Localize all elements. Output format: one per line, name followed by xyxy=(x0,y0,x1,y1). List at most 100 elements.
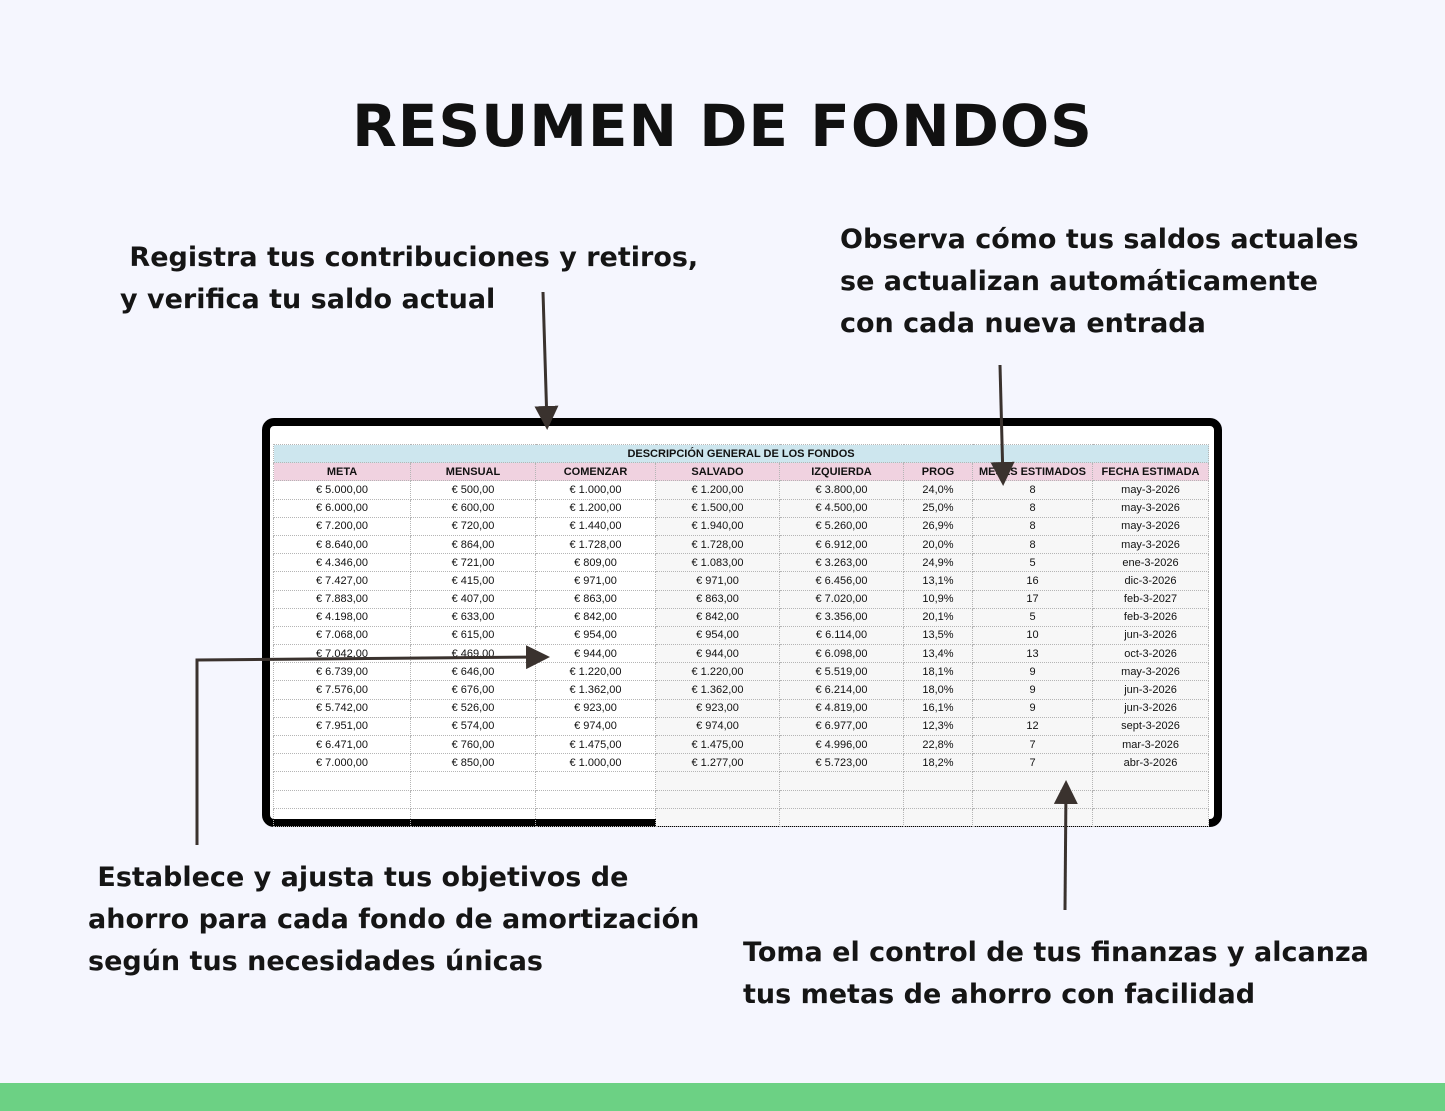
table-cell[interactable] xyxy=(779,807,904,827)
table-cell[interactable]: may-3-2026 xyxy=(1091,480,1210,500)
table-cell[interactable]: € 3.263,00 xyxy=(779,553,904,573)
note-balances: Observa cómo tus saldos actuales se actu… xyxy=(840,224,1359,339)
table-cell[interactable]: dic-3-2026 xyxy=(1091,571,1210,591)
table-cell[interactable]: 12,3% xyxy=(903,716,973,737)
table-cell[interactable]: 24,9% xyxy=(903,553,973,573)
table-cell[interactable]: € 1.083,00 xyxy=(655,553,780,573)
table-cell[interactable]: € 5.723,00 xyxy=(779,753,904,773)
table-cell[interactable]: € 600,00 xyxy=(410,498,536,518)
table-cell[interactable]: abr-3-2026 xyxy=(1091,753,1210,773)
table-cell[interactable]: € 1.940,00 xyxy=(655,516,780,536)
table-cell[interactable]: 8 xyxy=(972,498,1093,518)
table-cell[interactable] xyxy=(779,771,904,791)
table-cell[interactable] xyxy=(903,789,973,809)
column-header: META xyxy=(273,462,411,482)
table-cell[interactable] xyxy=(1091,807,1210,827)
table-cell[interactable]: € 6.098,00 xyxy=(779,644,904,664)
table-cell[interactable]: € 760,00 xyxy=(410,734,536,755)
table-cell[interactable]: 13,4% xyxy=(903,644,973,664)
table-cell[interactable]: may-3-2026 xyxy=(1091,534,1210,555)
table-cell[interactable]: € 1.728,00 xyxy=(535,534,656,555)
table-row: € 6.000,00€ 600,00€ 1.200,00€ 1.500,00€ … xyxy=(273,498,1210,518)
table-cell[interactable] xyxy=(655,807,780,827)
table-cell[interactable]: 7 xyxy=(972,734,1093,755)
table-row: € 7.042,00€ 469,00€ 944,00€ 944,00€ 6.09… xyxy=(273,644,1210,664)
table-cell[interactable]: sept-3-2026 xyxy=(1091,716,1210,737)
table-cell[interactable]: 25,0% xyxy=(903,498,973,518)
table-cell[interactable] xyxy=(972,807,1093,827)
note-goals: Establece y ajusta tus objetivos de ahor… xyxy=(88,862,700,977)
table-cell[interactable]: € 500,00 xyxy=(410,480,536,500)
table-cell[interactable]: € 6.456,00 xyxy=(779,571,904,591)
table-cell[interactable]: 10,9% xyxy=(903,589,973,609)
table-cell[interactable]: € 850,00 xyxy=(410,753,536,773)
table-cell[interactable]: € 4.996,00 xyxy=(779,734,904,755)
table-cell[interactable]: may-3-2026 xyxy=(1091,498,1210,518)
table-cell[interactable]: € 1.475,00 xyxy=(535,734,656,755)
table-cell[interactable]: may-3-2026 xyxy=(1091,516,1210,536)
table-cell[interactable]: mar-3-2026 xyxy=(1091,734,1210,755)
table-row: € 6.471,00€ 760,00€ 1.475,00€ 1.475,00€ … xyxy=(273,734,1210,755)
table-cell[interactable]: € 3.356,00 xyxy=(779,607,904,627)
footer-bar xyxy=(0,1083,1445,1111)
table-cell[interactable]: ene-3-2026 xyxy=(1091,553,1210,573)
table-cell[interactable]: € 944,00 xyxy=(655,644,780,664)
table-cell[interactable]: € 1.220,00 xyxy=(655,662,780,682)
table-cell[interactable]: € 1.475,00 xyxy=(655,734,780,755)
table-cell[interactable]: € 6.214,00 xyxy=(779,680,904,700)
arrow-to-estimated-months xyxy=(990,364,1015,486)
table-cell[interactable]: 18,2% xyxy=(903,753,973,773)
table-cell[interactable]: 13,5% xyxy=(903,625,973,646)
table-cell[interactable]: € 1.277,00 xyxy=(655,753,780,773)
table-cell[interactable] xyxy=(1091,771,1210,791)
table-cell[interactable]: feb-3-2026 xyxy=(1091,607,1210,627)
table-cell[interactable]: 20,0% xyxy=(903,534,973,555)
table-cell[interactable]: feb-3-2027 xyxy=(1091,589,1210,609)
empty-row xyxy=(273,807,1210,827)
table-cell[interactable]: € 6.739,00 xyxy=(273,662,411,682)
table-cell[interactable]: € 7.020,00 xyxy=(779,589,904,609)
table-cell[interactable]: jun-3-2026 xyxy=(1091,680,1210,700)
table-cell[interactable]: € 1.220,00 xyxy=(535,662,656,682)
table-cell[interactable]: € 1.362,00 xyxy=(655,680,780,700)
table-row: € 7.951,00€ 574,00€ 974,00€ 974,00€ 6.97… xyxy=(273,716,1210,737)
table-row: € 6.739,00€ 646,00€ 1.220,00€ 1.220,00€ … xyxy=(273,662,1210,682)
table-cell[interactable]: € 4.500,00 xyxy=(779,498,904,518)
table-cell[interactable]: 26,9% xyxy=(903,516,973,536)
table-cell[interactable]: € 3.800,00 xyxy=(779,480,904,500)
table-cell[interactable]: € 1.728,00 xyxy=(655,534,780,555)
table-cell[interactable]: jun-3-2026 xyxy=(1091,625,1210,646)
table-row: € 5.000,00€ 500,00€ 1.000,00€ 1.200,00€ … xyxy=(273,480,1210,500)
table-cell[interactable] xyxy=(655,789,780,809)
table-cell[interactable]: € 7.951,00 xyxy=(273,716,411,737)
table-cell[interactable]: € 6.977,00 xyxy=(779,716,904,737)
table-cell[interactable]: € 944,00 xyxy=(535,644,656,664)
table-cell[interactable]: 16,1% xyxy=(903,698,973,718)
table-cell[interactable]: 5 xyxy=(972,607,1093,627)
table-cell[interactable]: 9 xyxy=(972,680,1093,700)
table-cell[interactable]: € 721,00 xyxy=(410,553,536,573)
table-cell[interactable] xyxy=(655,771,780,791)
empty-row xyxy=(273,771,1210,791)
table-cell[interactable]: 9 xyxy=(972,698,1093,718)
arrow-to-table-bottom xyxy=(1053,780,1078,911)
table-cell[interactable]: € 6.912,00 xyxy=(779,534,904,555)
table-cell[interactable]: € 5.519,00 xyxy=(779,662,904,682)
table-cell[interactable]: 5 xyxy=(972,553,1093,573)
table-row: € 5.742,00€ 526,00€ 923,00€ 923,00€ 4.81… xyxy=(273,698,1210,718)
table-cell[interactable]: 9 xyxy=(972,662,1093,682)
table-cell[interactable]: € 5.000,00 xyxy=(273,480,411,500)
table-cell[interactable] xyxy=(903,807,973,827)
table-cell[interactable]: 24,0% xyxy=(903,480,973,500)
table-cell[interactable]: 12 xyxy=(972,716,1093,737)
table-cell[interactable]: jun-3-2026 xyxy=(1091,698,1210,718)
table-cell[interactable]: € 5.260,00 xyxy=(779,516,904,536)
table-cell[interactable]: € 863,00 xyxy=(535,589,656,609)
table-cell[interactable]: 8 xyxy=(972,516,1093,536)
table-cell[interactable]: € 1.200,00 xyxy=(535,498,656,518)
table-cell[interactable]: € 407,00 xyxy=(410,589,536,609)
table-cell[interactable]: € 1.200,00 xyxy=(655,480,780,500)
table-cell[interactable]: € 1.000,00 xyxy=(535,480,656,500)
table-cell[interactable]: 20,1% xyxy=(903,607,973,627)
